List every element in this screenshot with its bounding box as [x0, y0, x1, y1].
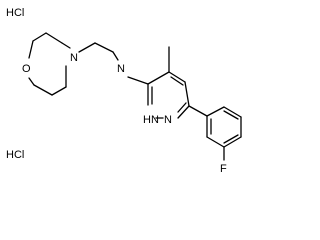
aryl-bond — [188, 105, 208, 117]
ring-nitrogen-label: N — [164, 114, 172, 126]
amine-nitrogen-label: N — [117, 63, 125, 75]
morpholine-oxygen-label: O — [22, 63, 31, 75]
structure-canvas: HCl HCl O N N HN N — [6, 7, 242, 175]
ring-nh-label: HN — [143, 114, 159, 126]
chemical-structure-drawing: HCl HCl O N N HN N — [6, 7, 242, 175]
morpholine-ring — [28, 32, 71, 96]
ethyl-linker — [78, 42, 119, 61]
morpholine-nitrogen-label: N — [70, 52, 78, 64]
hcl-salt-bottom: HCl — [6, 149, 24, 161]
hcl-salt-top: HCl — [6, 7, 24, 19]
fluorophenyl-ring — [206, 106, 242, 148]
pyridazine-ring — [147, 71, 190, 119]
amine-ring-bond — [127, 76, 149, 85]
fluorine-label: F — [220, 163, 227, 175]
